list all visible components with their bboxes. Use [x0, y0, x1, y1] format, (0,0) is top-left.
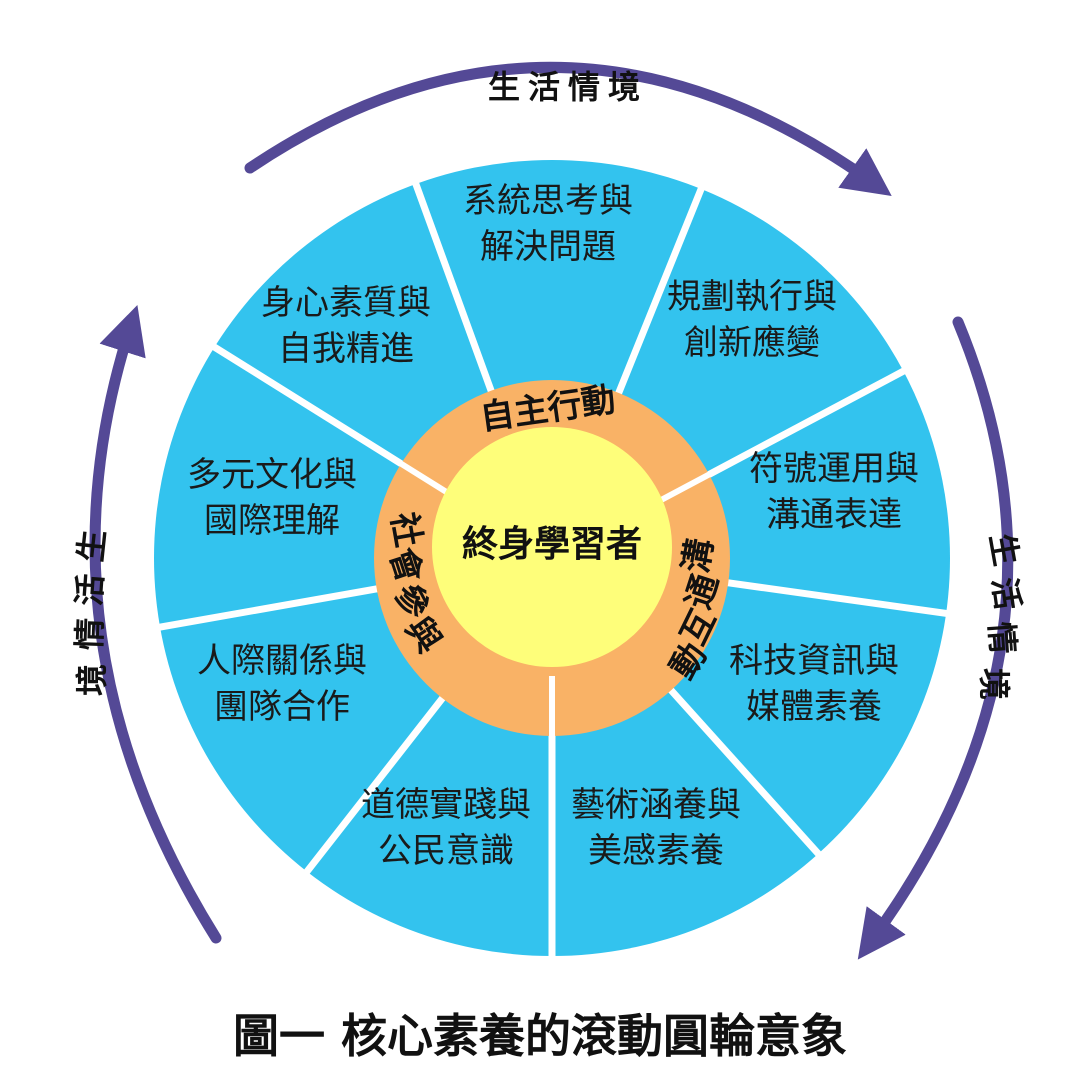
segment-divider: [700, 366, 909, 482]
vertical-char: 活: [985, 575, 1027, 612]
segment-label-line: 系統思考與: [463, 181, 633, 221]
segment-divider: [612, 183, 706, 402]
segment-divider: [155, 584, 386, 632]
segment-label-line: 團隊合作: [214, 687, 350, 727]
segment-label-line: 國際理解: [204, 501, 340, 541]
center-circle: [432, 427, 672, 667]
segment-label-line: 自我精進: [278, 329, 414, 369]
vertical-char: 情: [982, 621, 1022, 656]
context-label-top: 生活情境: [488, 68, 648, 106]
segment-label-line: 創新應變: [684, 323, 820, 363]
vertical-char: 境: [975, 668, 1013, 700]
context-label-right: 生活情境: [975, 531, 1027, 700]
segment-label-line: 美感素養: [588, 831, 724, 871]
vertical-char: 情: [70, 617, 109, 650]
ring-divider: [654, 470, 713, 506]
segment-label-line: 藝術涵養與: [571, 785, 741, 825]
vertical-char: 境: [73, 664, 111, 696]
vertical-char: 生: [71, 528, 112, 564]
segment-label-line: 多元文化與: [187, 455, 357, 495]
segment-divider: [719, 578, 951, 618]
ring-dividers: [397, 460, 713, 738]
segment-label-line: 公民意識: [378, 831, 514, 871]
segment-divider: [411, 179, 498, 400]
segment-divider: [663, 681, 824, 860]
center-label: 終身學習者: [462, 524, 642, 565]
context-arrow-left: [89, 304, 222, 944]
vertical-char: 社: [383, 510, 428, 550]
segment-label-line: 符號運用與: [749, 449, 919, 489]
context-arrow-right: [857, 316, 1014, 960]
figure-caption: 圖一 核心素養的滾動圓輪意象: [233, 1009, 847, 1063]
segment-label-line: 道德實踐與: [361, 785, 531, 825]
segment-label-line: 解決問題: [480, 227, 616, 267]
segment-label-line: 媒體素養: [746, 687, 882, 727]
segment-label-line: 人際關係與: [197, 641, 367, 681]
segment-label-line: 溝通表達: [766, 495, 902, 535]
segment-label-line: 規劃執行與: [667, 277, 837, 317]
segment-label-line: 身心素質與: [261, 283, 431, 323]
segment-divider: [209, 342, 410, 471]
vertical-char: 活: [70, 573, 110, 608]
context-arrow-top: [244, 61, 892, 197]
segment-dividers: [155, 179, 951, 960]
segment-divider: [301, 689, 451, 877]
segment-label-line: 科技資訊與: [729, 641, 899, 681]
vertical-char: 生: [982, 531, 1025, 569]
vertical-char: 溝: [676, 536, 721, 576]
ring-divider: [397, 460, 454, 499]
